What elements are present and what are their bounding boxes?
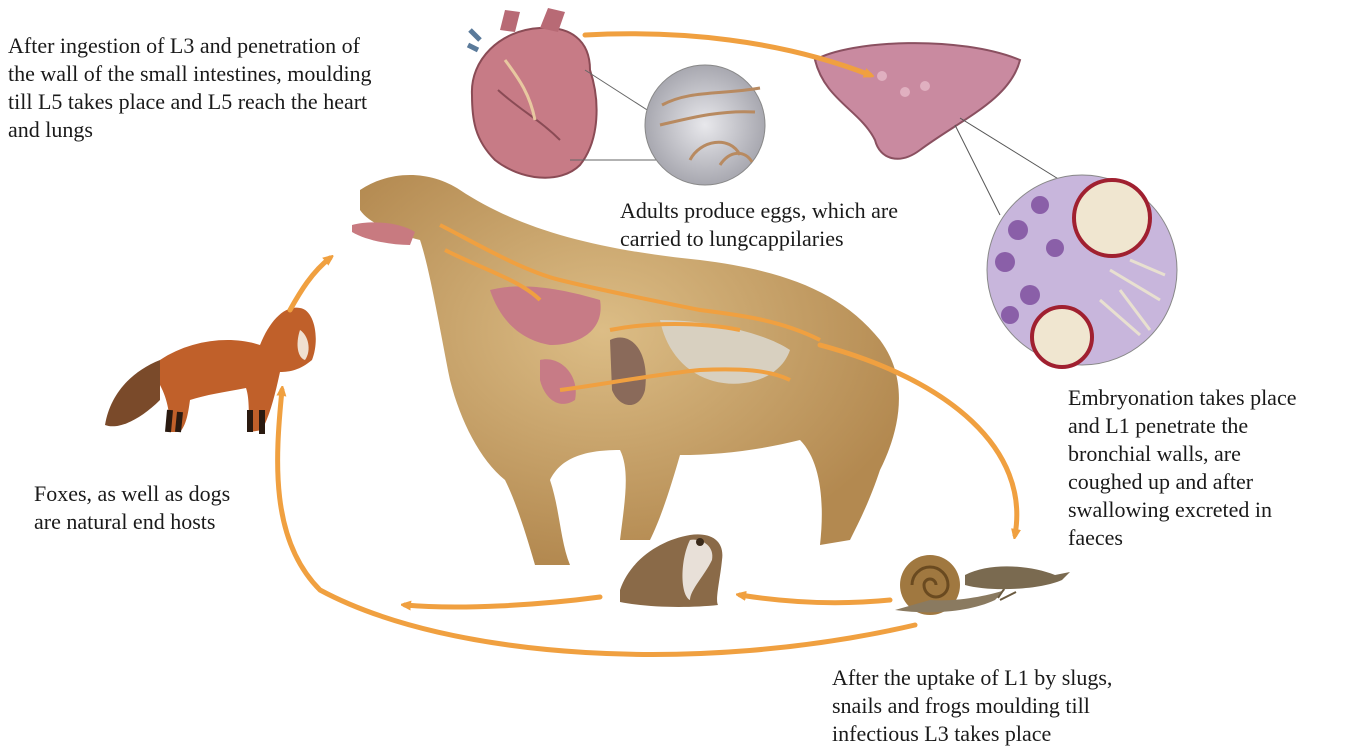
fox-illustration xyxy=(105,308,316,434)
caption-adults-eggs: Adults produce eggs, which are carried t… xyxy=(620,197,980,253)
tissue-magnified-circle xyxy=(987,175,1177,367)
caption-ingestion: After ingestion of L3 and penetration of… xyxy=(8,32,468,144)
caption-embryonation: Embryonation takes place and L1 penetrat… xyxy=(1068,384,1348,552)
arrow-fox-to-dog xyxy=(290,258,330,310)
heart-illustration xyxy=(468,8,597,178)
arrow-frog-to-fox xyxy=(405,597,600,607)
frog-illustration xyxy=(620,534,722,607)
arrow-snail-to-frog xyxy=(740,595,890,603)
caption-end-hosts: Foxes, as well as dogs are natural end h… xyxy=(34,480,334,536)
slug-illustration xyxy=(965,566,1070,589)
worm-magnified-circle xyxy=(570,65,765,185)
caption-intermediate-hosts: After the uptake of L1 by slugs, snails … xyxy=(832,664,1212,748)
